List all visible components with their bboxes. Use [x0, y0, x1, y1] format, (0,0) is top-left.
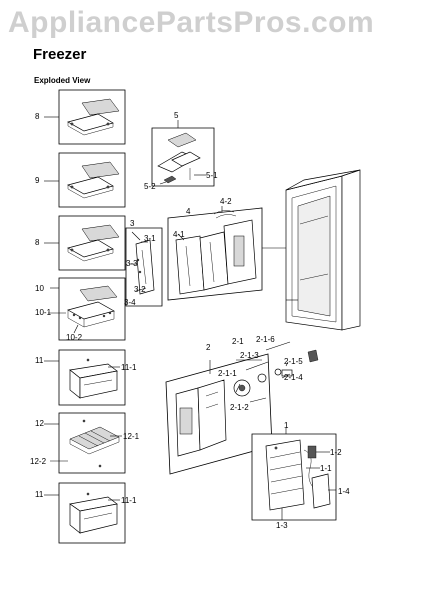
- callout-2: 2: [206, 343, 211, 352]
- callout-3: 3: [130, 219, 135, 228]
- callout-11-top: 11: [35, 356, 44, 365]
- watermark: AppliancePartsPros.com: [8, 6, 375, 39]
- callout-2-1-4: 2-1-4: [284, 373, 303, 382]
- callout-8-top: 8: [35, 112, 40, 121]
- callout-8-second: 8: [35, 238, 40, 247]
- callout-5-2: 5-2: [144, 182, 156, 191]
- callout-4: 4: [186, 207, 191, 216]
- bin-box-bottom: [44, 482, 126, 544]
- callout-12: 12: [35, 419, 44, 428]
- callout-4-1: 4-1: [173, 230, 185, 239]
- callout-2-1-1: 2-1-1: [218, 369, 237, 378]
- callout-2-1-3: 2-1-3: [240, 351, 259, 360]
- callout-2-1: 2-1: [232, 337, 244, 346]
- callout-5-1: 5-1: [206, 171, 218, 180]
- bin-box-top: [44, 349, 126, 406]
- callout-1-2: 1-2: [330, 448, 342, 457]
- duct-assembly: [125, 227, 163, 307]
- callout-1-3: 1-3: [276, 521, 288, 530]
- callout-3-2: 3-2: [134, 285, 146, 294]
- page-title: Freezer: [33, 46, 87, 63]
- callout-3-4: 3-4: [124, 298, 136, 307]
- freezer-cabinet: [285, 169, 361, 331]
- callout-4-2: 4-2: [220, 197, 232, 206]
- callout-2-1-6: 2-1-6: [256, 335, 275, 344]
- callout-3-1: 3-1: [144, 234, 156, 243]
- callout-12-1: 12-1: [123, 432, 140, 441]
- callout-11-1-bottom: 11-1: [121, 496, 137, 505]
- tray-box: [44, 412, 126, 474]
- shelf-box-8: [44, 215, 126, 271]
- evaporator-cover-assembly: [165, 341, 319, 475]
- callout-2-1-2: 2-1-2: [230, 403, 249, 412]
- drawer-cover-box: [48, 277, 126, 341]
- shelf-box-top: [44, 89, 126, 145]
- callout-1: 1: [284, 421, 289, 430]
- callout-3-3: 3-3: [126, 259, 138, 268]
- shelf-box-9: [44, 152, 126, 208]
- bracket-assembly: [151, 120, 215, 187]
- callout-5: 5: [174, 111, 179, 120]
- callout-11-1-top: 11-1: [121, 363, 137, 372]
- callout-1-4: 1-4: [338, 487, 350, 496]
- cover-assembly: [167, 206, 288, 301]
- callout-10: 10: [35, 284, 44, 293]
- section-subtitle: Exploded View: [34, 76, 91, 85]
- callout-12-2: 12-2: [30, 457, 47, 466]
- callout-10-2: 10-2: [66, 333, 83, 342]
- callout-9: 9: [35, 176, 40, 185]
- callout-1-1: 1-1: [320, 464, 332, 473]
- callout-10-1: 10-1: [35, 308, 52, 317]
- callout-2-1-5: 2-1-5: [284, 357, 303, 366]
- callout-11-bottom: 11: [35, 490, 44, 499]
- evaporator-assembly: [251, 428, 337, 521]
